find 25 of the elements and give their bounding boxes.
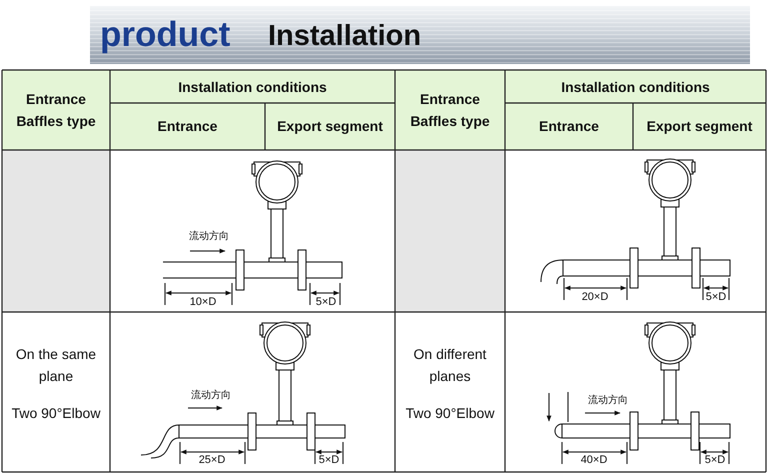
column-header: Export segment xyxy=(646,117,752,136)
row-label: On different planes xyxy=(412,344,488,386)
flow-direction-label: 流动方向 xyxy=(588,394,628,407)
dimension-label: 5×D xyxy=(318,454,340,466)
dimension-label: 25×D xyxy=(198,454,226,466)
column-header: Entrance Baffles type xyxy=(15,90,97,131)
row-label: Two 90°Elbow xyxy=(406,404,494,423)
dimension-label: 10×D xyxy=(190,296,216,308)
flow-direction-label: 流动方向 xyxy=(191,388,231,402)
dimension-label: 20×D xyxy=(582,291,608,303)
flow-direction-label: 流动方向 xyxy=(189,230,229,243)
heading-text: Installation xyxy=(268,20,422,52)
column-header: Entrance xyxy=(158,117,218,136)
row-label: On the same plane xyxy=(14,344,98,386)
dimension-label: 5×D xyxy=(316,296,336,308)
column-header: Installation conditions xyxy=(561,78,710,97)
dimension-label: 5×D xyxy=(704,454,726,466)
column-header: Entrance Baffles type xyxy=(409,90,491,131)
column-header: Entrance xyxy=(539,117,599,136)
column-header: Export segment xyxy=(277,117,383,136)
row-label: Two 90°Elbow xyxy=(12,404,100,423)
dimension-label: 40×D xyxy=(580,454,608,466)
column-header: Installation conditions xyxy=(178,78,327,97)
heading-text: product xyxy=(100,15,230,55)
dimension-label: 5×D xyxy=(706,291,726,303)
